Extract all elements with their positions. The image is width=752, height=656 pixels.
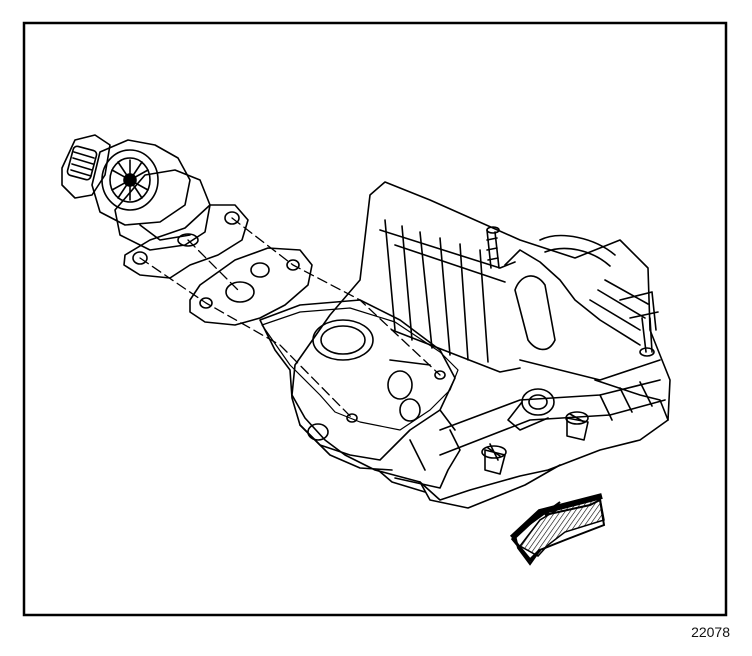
engine-front-direction-arrow <box>509 493 606 566</box>
egr-valve-gasket <box>189 247 313 326</box>
figure-id-label: 22078 <box>691 624 730 640</box>
intake-manifold <box>291 181 671 509</box>
figure-border <box>22 21 728 617</box>
egr-adapter-gasket <box>261 307 459 431</box>
alignment-guide-lines <box>139 217 441 419</box>
egr-adapter <box>259 299 456 471</box>
intake-manifold-bolts <box>481 226 655 475</box>
egr-valve <box>91 139 249 279</box>
egr-valve-electrical-connector <box>61 134 111 199</box>
